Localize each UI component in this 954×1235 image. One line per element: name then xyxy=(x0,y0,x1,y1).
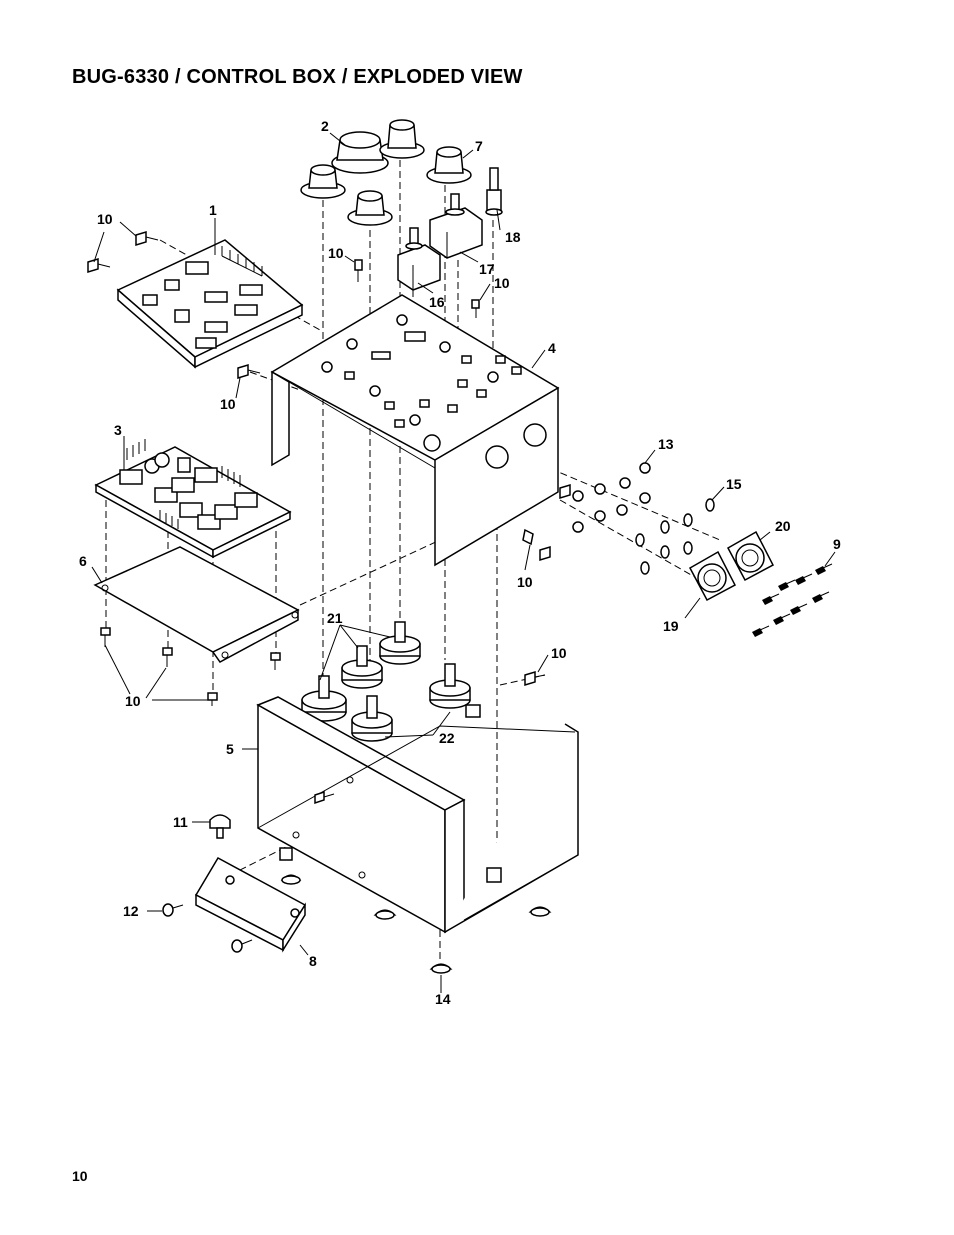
knob-small xyxy=(379,119,425,159)
screws-10 xyxy=(87,230,571,706)
connector-19 xyxy=(688,550,737,602)
circuit-board-1 xyxy=(116,239,304,369)
switch-16 xyxy=(397,227,441,291)
top-panel-4 xyxy=(270,294,560,567)
potentiometers-21 xyxy=(301,621,421,722)
callout-17: 17 xyxy=(479,261,495,277)
knob-small xyxy=(426,146,472,184)
callout-14: 14 xyxy=(435,991,451,1007)
callout-22: 22 xyxy=(439,730,455,746)
callout-16: 16 xyxy=(429,294,445,310)
callout-19: 19 xyxy=(663,618,679,634)
screw-8b xyxy=(231,939,253,953)
plate-6 xyxy=(93,546,300,663)
callout-21: 21 xyxy=(327,610,343,626)
nut-11b xyxy=(279,847,293,861)
callout-15: 15 xyxy=(726,476,742,492)
callout-11: 11 xyxy=(173,814,188,830)
callout-1: 1 xyxy=(209,202,217,218)
screw-12 xyxy=(162,903,184,917)
switch-18 xyxy=(485,167,503,216)
callout-12: 12 xyxy=(123,903,139,919)
circuit-board-3 xyxy=(94,439,292,559)
knob-large xyxy=(331,131,389,174)
callout-18: 18 xyxy=(505,229,521,245)
callout-4: 4 xyxy=(548,340,556,356)
callout-10: 10 xyxy=(517,574,533,590)
callout-10: 10 xyxy=(125,693,141,709)
callout-13: 13 xyxy=(658,436,674,452)
callout-7: 7 xyxy=(475,138,483,154)
callouts: 1 2 3 4 5 6 7 8 9 10 10 10 10 10 10 10 1… xyxy=(79,118,841,1007)
callout-2: 2 xyxy=(321,118,329,134)
page-number: 10 xyxy=(72,1168,88,1184)
screw-11 xyxy=(209,814,231,839)
callout-10: 10 xyxy=(328,245,344,261)
bracket-8 xyxy=(194,856,307,953)
enclosure-5 xyxy=(256,696,579,934)
potentiometers-22 xyxy=(351,663,481,742)
callout-3: 3 xyxy=(114,422,122,438)
knob-small xyxy=(347,190,393,226)
callout-10: 10 xyxy=(494,275,510,291)
callout-20: 20 xyxy=(775,518,791,534)
callout-8: 8 xyxy=(309,953,317,969)
page-title: BUG-6330 / CONTROL BOX / EXPLODED VIEW xyxy=(72,66,523,88)
screws-9 xyxy=(752,563,833,637)
control-knobs xyxy=(300,119,472,226)
switch-17 xyxy=(429,193,483,259)
connector-20 xyxy=(726,530,775,582)
rubber-feet-14 xyxy=(280,874,552,974)
callout-9: 9 xyxy=(833,536,841,552)
callout-10: 10 xyxy=(551,645,567,661)
callout-10: 10 xyxy=(97,211,113,227)
callout-10: 10 xyxy=(220,396,236,412)
knob-small xyxy=(300,164,346,199)
leader-lines xyxy=(91,132,836,993)
callout-6: 6 xyxy=(79,553,87,569)
hardware-nuts-washers xyxy=(572,462,715,575)
callout-5: 5 xyxy=(226,741,234,757)
